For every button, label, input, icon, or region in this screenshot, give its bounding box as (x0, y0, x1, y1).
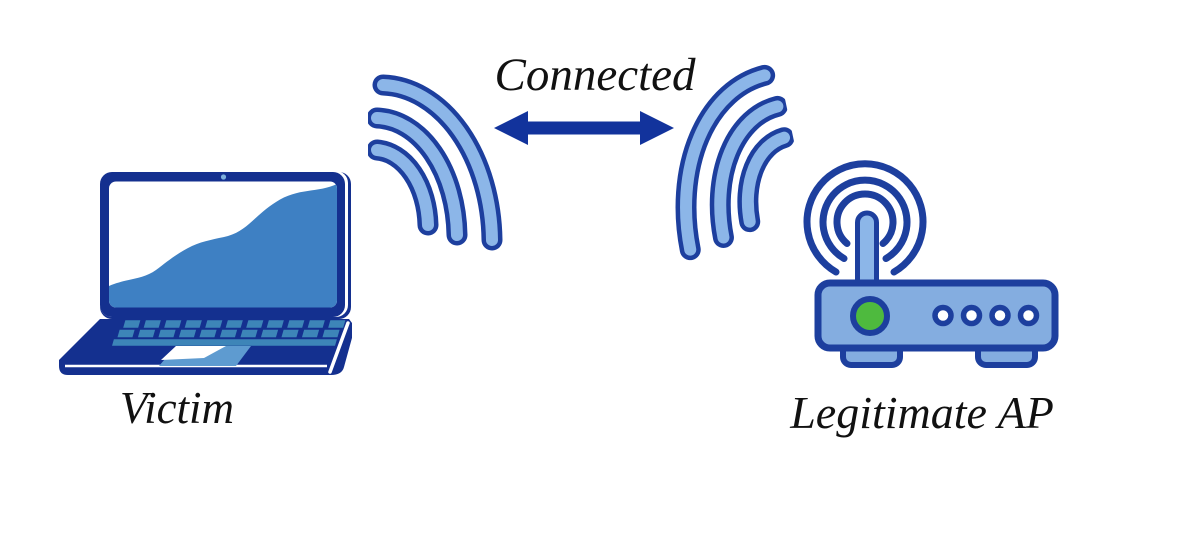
antenna-waves (803, 160, 927, 276)
double-arrow-icon (494, 111, 674, 145)
touchpad-highlight (161, 346, 226, 360)
wifi-signal-left-icon (368, 74, 503, 251)
power-led (850, 296, 890, 336)
laptop-base (59, 319, 352, 375)
laptop-screen (100, 171, 351, 319)
legitimate-ap-label: Legitimate AP (790, 387, 1054, 438)
signal-arcs (368, 74, 503, 251)
victim-label: Victim (119, 383, 235, 433)
screen-wave-graphic (109, 184, 337, 308)
connection-label: Connected (494, 49, 696, 101)
indicator-lights (932, 304, 1040, 327)
laptop-icon (59, 171, 352, 375)
keyboard-keys (112, 320, 347, 346)
webcam-dot-icon (220, 174, 227, 180)
wireless-router-icon (803, 160, 1059, 368)
wifi-signal-right-icon (675, 64, 795, 261)
signal-arcs (675, 64, 795, 261)
